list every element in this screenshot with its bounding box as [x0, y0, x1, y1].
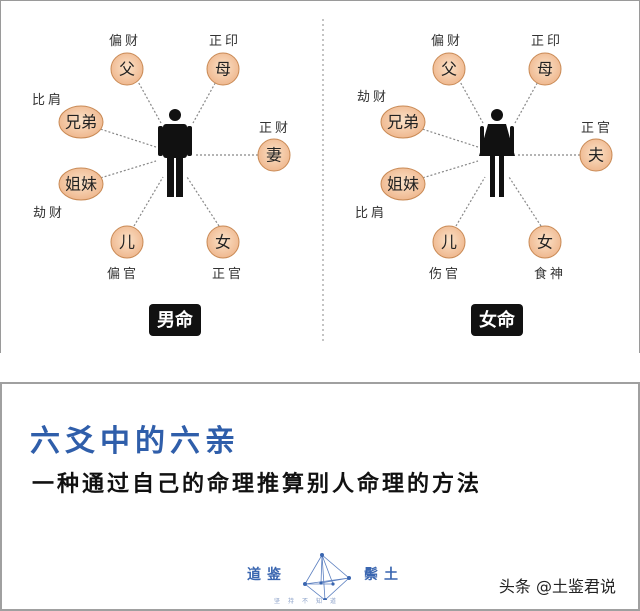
- male-diagram: [96, 68, 258, 227]
- female-badge: [471, 304, 523, 336]
- female-node-daughter-text: 女: [537, 233, 553, 252]
- female-node-mother-text: 母: [537, 60, 553, 79]
- diagram-panel: 父 母 兄弟 妻 姐妹 儿 女 偏财 正印 比肩 正财 劫财 偏官 正官 男命: [0, 0, 640, 353]
- female-figure-icon: [479, 109, 515, 197]
- male-node-brothers: [58, 105, 104, 139]
- male-node-wife-text: 妻: [266, 146, 282, 165]
- male-label-wife: 正财: [259, 121, 291, 136]
- logo-text-left: 道鉴: [247, 567, 287, 583]
- logo-text-right: 鬃土: [364, 567, 404, 583]
- male-label-brothers: 比肩: [32, 92, 64, 108]
- logo-subtext: 坚持不知道: [274, 598, 345, 605]
- female-label-daughter: 食神: [534, 266, 566, 282]
- caption-panel: 六爻中的六亲 一种通过自己的命理推算别人命理的方法 道鉴 鬃土 坚持不知道 头条…: [0, 382, 640, 611]
- female-node-sisters: [380, 167, 426, 201]
- female-label-mother: 正印: [531, 34, 563, 49]
- male-node-mother-text: 母: [215, 60, 231, 79]
- female-node-son-text: 儿: [441, 233, 457, 252]
- male-figure-icon: [158, 109, 192, 197]
- female-label-husband: 正官: [581, 120, 613, 136]
- female-node-brothers-text: 兄弟: [387, 113, 419, 132]
- female-label-sisters: 比肩: [355, 205, 387, 221]
- male-node-son-text: 儿: [119, 233, 135, 252]
- female-label-brothers: 劫财: [357, 90, 389, 105]
- male-label-daughter: 正官: [212, 266, 244, 282]
- female-label-son: 伤官: [429, 266, 461, 282]
- male-badge-text: 男命: [157, 309, 194, 331]
- male-node-daughter-text: 女: [215, 233, 231, 252]
- male-node-brothers-text: 兄弟: [65, 113, 97, 132]
- female-node-son: [432, 225, 466, 259]
- male-node-daughter: [206, 225, 240, 259]
- watermark: 头条 @土鉴君说: [498, 577, 616, 596]
- male-label-mother: 正印: [209, 34, 241, 49]
- male-node-sisters: [58, 167, 104, 201]
- female-node-husband-text: 夫: [588, 146, 604, 165]
- female-node-husband: [579, 138, 613, 172]
- male-label-son: 偏官: [107, 266, 139, 282]
- female-node-sisters-text: 姐妹: [387, 175, 419, 194]
- male-node-sisters-text: 姐妹: [65, 175, 97, 194]
- male-node-father-text: 父: [119, 60, 135, 79]
- female-node-daughter: [528, 225, 562, 259]
- male-node-son: [110, 225, 144, 259]
- logo-pyramid-icon: [303, 553, 351, 600]
- male-label-father: 偏财: [109, 34, 141, 49]
- female-node-mother: [528, 52, 562, 86]
- female-node-father: [432, 52, 466, 86]
- male-node-father: [110, 52, 144, 86]
- caption-title: 六爻中的六亲: [30, 424, 240, 459]
- female-node-father-text: 父: [441, 60, 457, 79]
- female-badge-text: 女命: [479, 309, 516, 331]
- female-node-brothers: [380, 105, 426, 139]
- male-node-wife: [257, 138, 291, 172]
- female-diagram: [418, 68, 580, 227]
- female-label-father: 偏财: [431, 34, 463, 49]
- male-node-mother: [206, 52, 240, 86]
- six-relatives-diagram: 父 母 兄弟 妻 姐妹 儿 女 偏财 正印 比肩 正财 劫财 偏官 正官 男命: [32, 19, 613, 341]
- male-label-sisters: 劫财: [33, 206, 65, 221]
- caption-subtitle: 一种通过自己的命理推算别人命理的方法: [32, 471, 483, 497]
- male-badge: [149, 304, 201, 336]
